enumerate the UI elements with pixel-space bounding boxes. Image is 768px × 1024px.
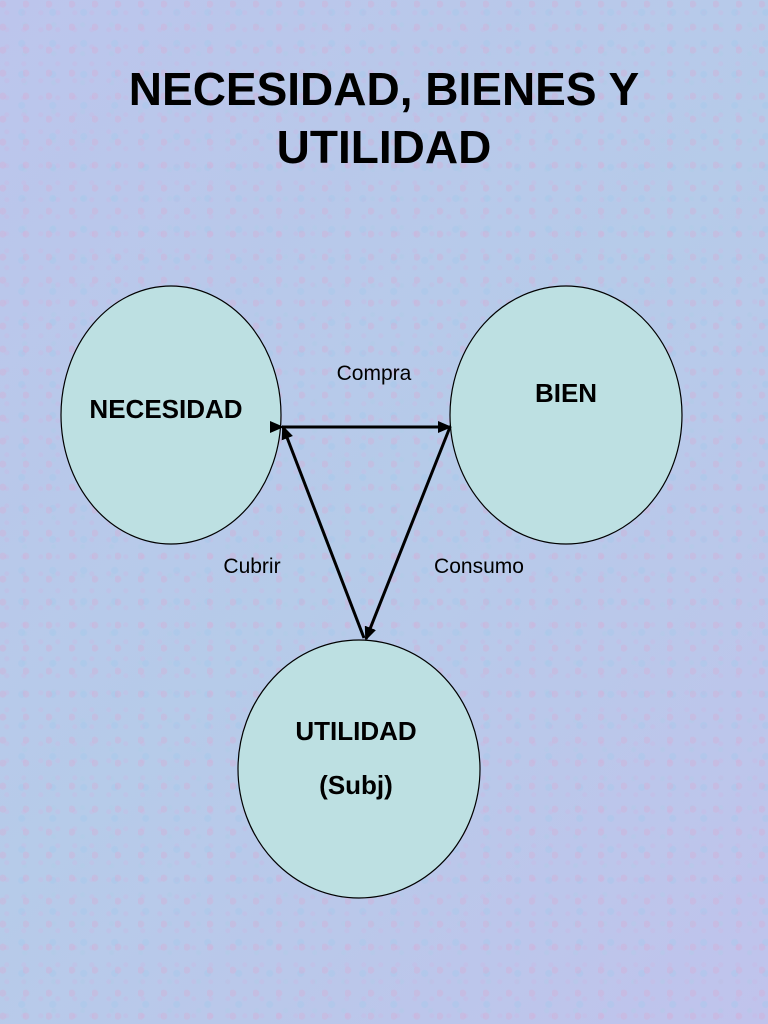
- necesidad-label: NECESIDAD: [89, 394, 242, 424]
- compra-label: Compra: [337, 362, 412, 385]
- slide-title-line-1: NECESIDAD, BIENES Y: [128, 63, 640, 115]
- utilidad-label: UTILIDAD: [295, 716, 416, 746]
- utilidad-subj-label: (Subj): [319, 770, 393, 800]
- bien-label: BIEN: [535, 378, 597, 408]
- slide-title: NECESIDAD, BIENES Y UTILIDAD: [0, 60, 768, 176]
- utilidad-node: [237, 639, 481, 899]
- consumo-arrow: [364, 426, 452, 641]
- cubrir-label: Cubrir: [223, 555, 280, 578]
- slide-title-line-2: UTILIDAD: [276, 121, 492, 173]
- necesidad-node: [60, 285, 282, 545]
- bien-node: [449, 285, 683, 545]
- consumo-label: Consumo: [434, 555, 524, 578]
- cubrir-arrow: [281, 425, 366, 639]
